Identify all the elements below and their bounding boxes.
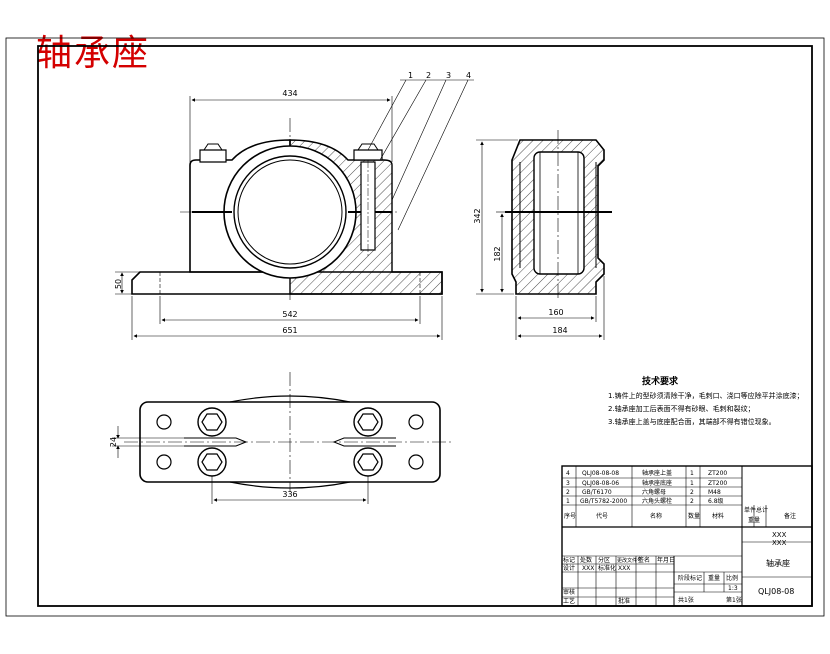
parts-row-no: 2 [566, 489, 570, 496]
rev-header-zone: 分区 [598, 556, 610, 564]
dim-front-bolt-span: 542 [282, 310, 297, 319]
scale-label: 比例 [726, 574, 738, 582]
dim-side-outer-width: 184 [552, 326, 567, 335]
parts-header-weight: 重量 [748, 516, 760, 524]
sheet-inner-border [37, 45, 813, 607]
parts-list: 4 QLJ08-08-08 轴承座上盖 1 ZT200 3 QLJ08-08-0… [564, 469, 796, 524]
plan-view-dimensions [112, 426, 369, 504]
parts-row-qty: 2 [690, 489, 694, 496]
scale-value: 1:3 [728, 585, 738, 592]
side-view-dimensions [476, 139, 605, 340]
parts-row-no: 1 [566, 498, 570, 505]
dim-side-overall-height: 342 [473, 208, 482, 223]
parts-header-no: 序号 [564, 512, 576, 520]
dim-side-center-height: 182 [493, 246, 502, 261]
dim-front-overall-width: 651 [282, 326, 297, 335]
parts-row-material: 6.8级 [708, 497, 724, 505]
parts-row-code: QLJ08-08-06 [582, 480, 619, 487]
stage-label: 阶段标记 [678, 574, 702, 582]
plan-view [124, 372, 452, 492]
parts-header-name: 名称 [650, 512, 662, 520]
parts-row-material: ZT200 [708, 480, 727, 487]
dim-plan-bolt-span: 336 [282, 490, 297, 499]
parts-row-name: 轴承座上盖 [642, 469, 672, 477]
parts-row-material: M48 [708, 489, 721, 496]
weight-label: 重量 [708, 574, 720, 582]
balloon-2: 2 [426, 71, 431, 80]
parts-row-qty: 2 [690, 498, 694, 505]
rev-header-count: 处数 [580, 556, 592, 564]
title-block-grid [561, 465, 813, 607]
drawing-name: 轴承座 [766, 558, 790, 568]
parts-row-no: 4 [566, 470, 570, 477]
check-label: 审核 [563, 588, 575, 596]
parts-header-qty: 数量 [688, 512, 700, 520]
tech-req-item-3: 3.轴承座上盖与底座配合面，其端部不得有错位现象。 [608, 417, 776, 426]
parts-row-code: GB/T6170 [582, 489, 612, 496]
drawing-number: QLJ08-08 [758, 587, 794, 596]
parts-header-total-weight: 总计 [756, 506, 768, 514]
approve-label: 批准 [618, 597, 630, 605]
drawing-title-stamp: 轴承座 [36, 33, 151, 74]
dim-side-inner-width: 160 [548, 308, 563, 317]
design-name: XXX [582, 565, 594, 572]
parts-row-no: 3 [566, 480, 570, 487]
standardize-name: XXX [618, 565, 630, 572]
org-line-2: XXX [772, 539, 787, 547]
dim-front-top-width: 434 [282, 89, 297, 98]
rev-header-sign: 签名 [638, 556, 650, 564]
parts-row-qty: 1 [690, 470, 694, 477]
dim-front-base-height: 50 [114, 279, 123, 289]
rev-header-change-no: 更改文件号 [617, 557, 642, 564]
parts-header-code: 代号 [596, 512, 608, 520]
sheet-outer-border [5, 37, 825, 617]
side-view [505, 130, 612, 300]
parts-row-qty: 1 [690, 480, 694, 487]
parts-row-material: ZT200 [708, 470, 727, 477]
standardize-label: 标准化 [598, 564, 616, 572]
parts-header-material: 材料 [712, 512, 724, 520]
balloon-4: 4 [466, 71, 471, 80]
process-label: 工艺 [563, 597, 575, 605]
tech-req-item-2: 2.轴承座加工后表面不得有砂眼、毛刺和裂纹； [608, 404, 755, 413]
sheet-total: 共1张 [678, 596, 694, 604]
front-view [131, 118, 443, 300]
parts-header-unit-weight: 单件 [744, 506, 756, 514]
parts-row-code: QLJ08-08-08 [582, 470, 619, 477]
balloon-1: 1 [408, 71, 413, 80]
front-view-dimensions [115, 79, 474, 340]
parts-row-name: 六角螺母 [642, 488, 666, 496]
design-label: 设计 [563, 564, 575, 572]
rev-header-date: 年月日 [657, 556, 675, 564]
tech-req-title: 技术要求 [642, 375, 679, 387]
dim-plan-slot-width: 24 [109, 437, 118, 447]
title-block-text: XXX XXX 轴承座 QLJ08-08 阶段标记 重量 比例 1:3 共1张 … [563, 531, 794, 605]
parts-row-code: GB/T5782-2000 [580, 498, 627, 505]
sheet-number: 第1张 [726, 596, 742, 604]
org-line-1: XXX [772, 531, 787, 539]
rev-header-mark: 标记 [563, 556, 575, 564]
tech-req-item-1: 1.铸件上的型砂须清除干净，毛刺口、浇口等应除平并涂底漆； [608, 391, 804, 400]
parts-header-remark: 备注 [784, 512, 796, 520]
balloon-3: 3 [446, 71, 451, 80]
parts-row-name: 六角头螺栓 [642, 497, 672, 505]
parts-row-name: 轴承座底座 [642, 479, 672, 487]
